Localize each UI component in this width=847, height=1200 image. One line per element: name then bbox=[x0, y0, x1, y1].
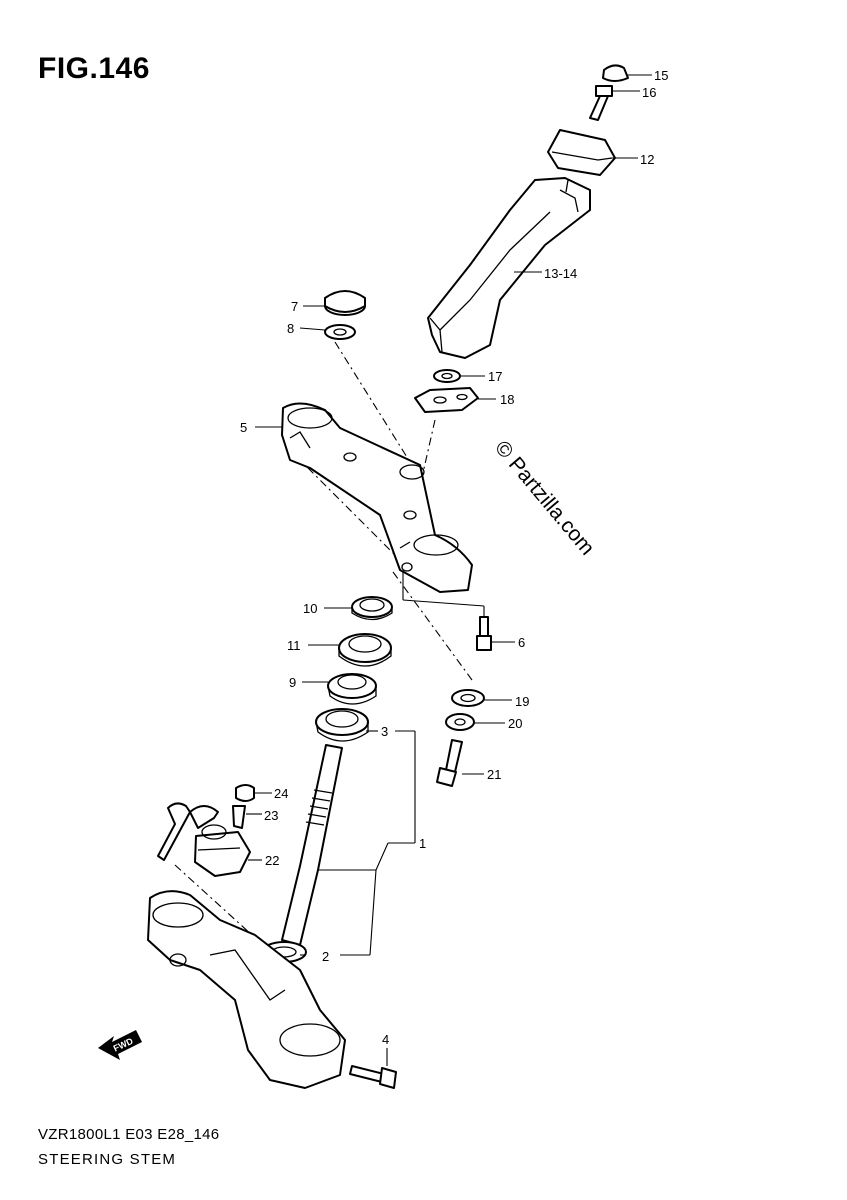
callout-2: 2 bbox=[322, 949, 329, 964]
part-17-nut bbox=[433, 369, 461, 383]
callout-8: 8 bbox=[287, 321, 294, 336]
part-24-cap bbox=[235, 784, 255, 802]
callout-9: 9 bbox=[289, 675, 296, 690]
part-21-bolt bbox=[436, 739, 463, 787]
callout-4: 4 bbox=[382, 1032, 389, 1047]
part-1-steering-stem bbox=[281, 744, 343, 946]
part-23-screw bbox=[232, 805, 246, 829]
callout-5: 5 bbox=[240, 420, 247, 435]
part-11-seal bbox=[338, 633, 392, 667]
part-20-washer bbox=[445, 713, 475, 731]
callout-24: 24 bbox=[274, 786, 288, 801]
part-8-washer bbox=[324, 324, 356, 340]
callout-19: 19 bbox=[515, 694, 529, 709]
part-16-bolt bbox=[589, 85, 613, 121]
part-22-lock-set bbox=[157, 802, 251, 877]
part-6-bolt bbox=[476, 616, 492, 651]
fwd-arrow-icon: FWD bbox=[98, 1030, 142, 1060]
callout-21: 21 bbox=[487, 767, 501, 782]
lower-bracket bbox=[147, 890, 346, 1089]
part-5-upper-bracket bbox=[281, 402, 473, 593]
model-code: VZR1800L1 E03 E28_146 bbox=[38, 1126, 220, 1143]
part-3-bearing bbox=[315, 708, 369, 742]
callout-3: 3 bbox=[381, 724, 388, 739]
callout-7: 7 bbox=[291, 299, 298, 314]
part-7-cap bbox=[324, 290, 366, 316]
part-15-cap bbox=[602, 64, 629, 82]
callout-16: 16 bbox=[642, 85, 656, 100]
part-18-plate bbox=[414, 387, 479, 413]
callout-22: 22 bbox=[265, 853, 279, 868]
part-12-holder bbox=[547, 129, 616, 176]
part-13-14-handlebar bbox=[427, 177, 591, 359]
section-name: STEERING STEM bbox=[38, 1151, 177, 1168]
part-19-washer bbox=[451, 689, 485, 707]
callout-23: 23 bbox=[264, 808, 278, 823]
callout-12: 12 bbox=[640, 152, 654, 167]
callout-13-14: 13-14 bbox=[544, 266, 577, 281]
callout-6: 6 bbox=[518, 635, 525, 650]
callout-18: 18 bbox=[500, 392, 514, 407]
callout-15: 15 bbox=[654, 68, 668, 83]
part-4-bolt bbox=[349, 1065, 397, 1089]
callout-labels: 15 16 12 13-14 7 8 17 18 5 10 6 11 9 19 … bbox=[240, 68, 668, 1047]
part-9-bearing bbox=[327, 673, 377, 705]
leader-lines bbox=[246, 74, 652, 1066]
watermark-text: © Partzilla.com bbox=[490, 436, 599, 559]
callout-11: 11 bbox=[287, 638, 301, 653]
callout-17: 17 bbox=[488, 369, 502, 384]
part-10-nut bbox=[351, 596, 393, 621]
callout-10: 10 bbox=[303, 601, 317, 616]
callout-20: 20 bbox=[508, 716, 522, 731]
callout-1: 1 bbox=[419, 836, 426, 851]
figure-title: FIG.146 bbox=[38, 52, 150, 85]
